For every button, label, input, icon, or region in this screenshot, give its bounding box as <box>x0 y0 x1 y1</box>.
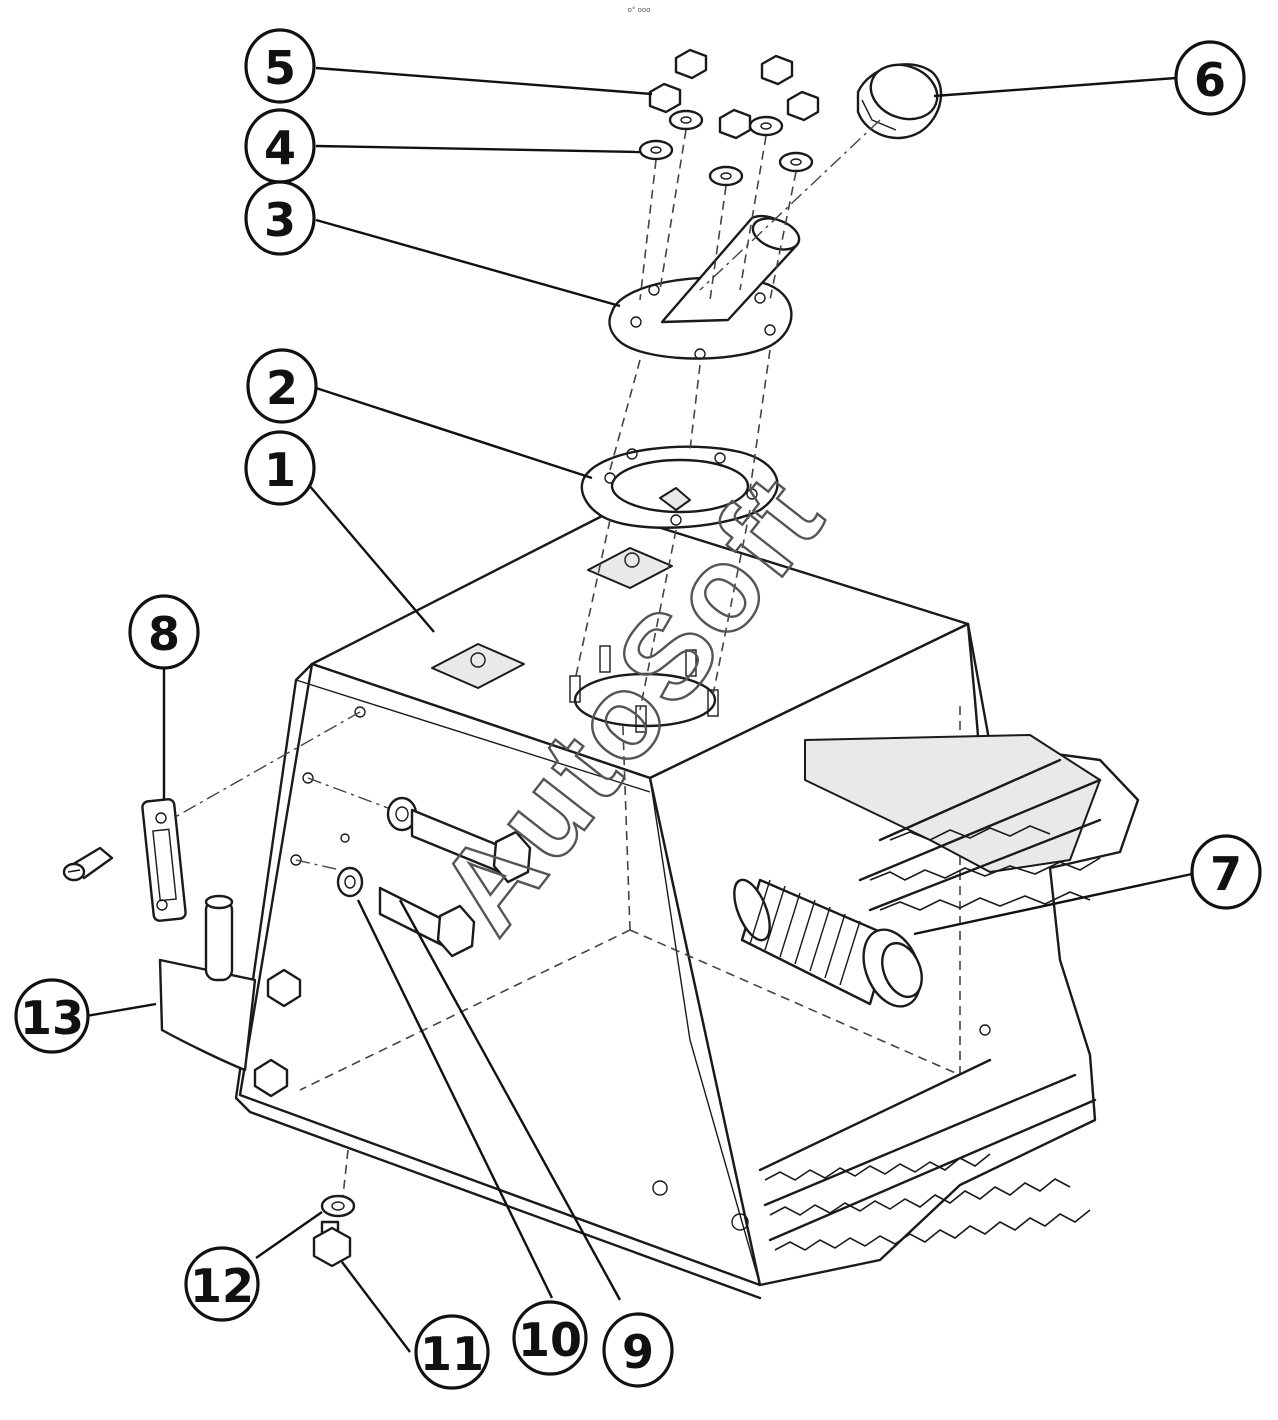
callout-11: 11 <box>414 1314 490 1390</box>
callout-5-label: 5 <box>264 41 296 95</box>
callout-13-label: 13 <box>20 991 84 1045</box>
callout-1: 1 <box>244 430 316 506</box>
gasket <box>580 445 779 529</box>
callout-8-label: 8 <box>148 607 180 661</box>
callout-10: 10 <box>512 1300 588 1376</box>
return-pipe-bracket <box>158 894 257 1072</box>
callout-11-label: 11 <box>420 1327 484 1381</box>
callout-2: 2 <box>246 348 318 424</box>
callout-12: 12 <box>184 1246 260 1322</box>
callout-5: 5 <box>244 28 316 104</box>
suction-strainer <box>733 878 923 1008</box>
callout-7-label: 7 <box>1210 847 1242 901</box>
header-mark: o° ooo <box>628 6 651 14</box>
bottom-drain-plug <box>312 1194 356 1268</box>
callout-13: 13 <box>14 978 90 1054</box>
sight-gauge <box>62 798 187 922</box>
callout-3: 3 <box>244 180 316 256</box>
callout-4-label: 4 <box>264 121 296 175</box>
filler-flange <box>608 215 801 360</box>
filler-cap <box>856 63 943 140</box>
callout-6-label: 6 <box>1194 53 1226 107</box>
leader-lines <box>85 66 1193 1353</box>
callout-10-label: 10 <box>518 1313 582 1367</box>
callout-12-label: 12 <box>190 1259 254 1313</box>
callout-1-label: 1 <box>264 443 296 497</box>
nuts-and-washers <box>638 48 820 187</box>
tank-body <box>234 510 1140 1300</box>
callout-3-label: 3 <box>264 193 296 247</box>
callout-6: 6 <box>1174 40 1246 116</box>
callout-9-label: 9 <box>622 1325 654 1379</box>
callout-8: 8 <box>128 594 200 670</box>
callout-2-label: 2 <box>266 361 298 415</box>
callout-4: 4 <box>244 108 316 184</box>
assembly-centerlines <box>169 119 881 871</box>
drain-plugs <box>336 796 532 958</box>
callout-7: 7 <box>1190 834 1262 910</box>
callout-9: 9 <box>602 1312 674 1388</box>
